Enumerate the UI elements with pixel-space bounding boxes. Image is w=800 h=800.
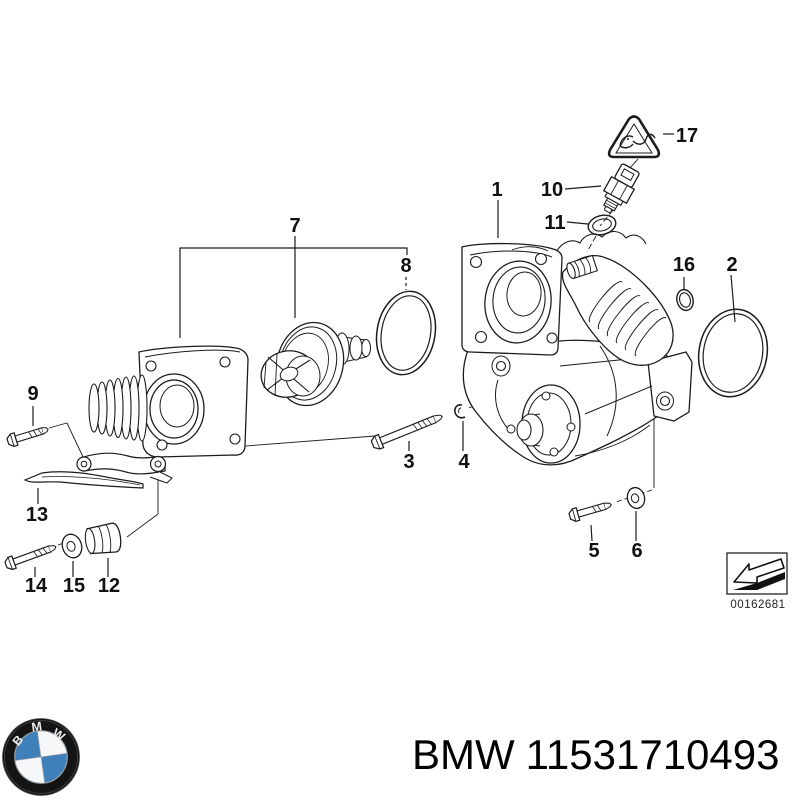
bmw-logo: B M W <box>2 718 80 796</box>
callout-leader-lines <box>32 133 736 577</box>
callout-label-5: 5 <box>588 540 599 562</box>
clip-4-drawing <box>454 404 466 419</box>
callout-label-13: 13 <box>26 504 48 526</box>
crocodile-glyph <box>619 133 656 149</box>
callout-label-8: 8 <box>400 255 411 277</box>
callout-label-16: 16 <box>673 254 695 276</box>
bolt-5-drawing <box>568 502 612 522</box>
callout-label-4: 4 <box>458 451 470 473</box>
callout-label-12: 12 <box>98 575 120 597</box>
bolt-14-drawing <box>4 545 57 571</box>
o-ring-11-drawing <box>587 214 617 236</box>
callout-label-17: 17 <box>676 125 698 147</box>
stamp-arrow-icon <box>733 558 785 590</box>
callout-label-6: 6 <box>631 540 642 562</box>
callout-labels: 1 2 3 4 5 6 7 8 9 10 11 12 13 14 15 16 1… <box>25 125 738 597</box>
plug-12-drawing <box>84 522 122 555</box>
thermostat-housing-drawing <box>88 345 249 458</box>
stamp-box: 00162681 <box>726 552 788 611</box>
temperature-sensor-drawing <box>602 163 640 214</box>
callout-label-14: 14 <box>25 575 48 597</box>
washer-6-drawing <box>626 486 646 510</box>
callout-label-10: 10 <box>541 179 563 201</box>
logo-letter-m: M <box>31 719 43 734</box>
warning-triangle-icon <box>607 115 661 159</box>
thermostat-drawing <box>260 321 371 407</box>
logo-quadrants <box>14 730 68 784</box>
callout-label-3: 3 <box>403 451 414 473</box>
bolt-3-drawing <box>370 414 443 450</box>
callout-label-9: 9 <box>27 383 38 405</box>
callout-label-11: 11 <box>544 212 565 234</box>
callout-label-15: 15 <box>63 575 85 597</box>
bracket-13-drawing <box>23 452 173 489</box>
o-ring-16-drawing <box>676 288 694 312</box>
gasket-ring-8-drawing <box>375 290 437 376</box>
callout-label-2: 2 <box>726 254 737 276</box>
callout-label-7: 7 <box>289 215 300 237</box>
brand-text: BMW <box>412 731 515 778</box>
washer-15-drawing <box>61 533 83 559</box>
water-pump-drawing <box>461 230 693 466</box>
stamp-code: 00162681 <box>730 599 785 611</box>
gasket-ring-2-drawing <box>697 308 769 398</box>
part-number-text: 11531710493 <box>526 731 780 778</box>
bolt-9-drawing <box>6 427 49 448</box>
callout-label-1: 1 <box>491 179 502 201</box>
